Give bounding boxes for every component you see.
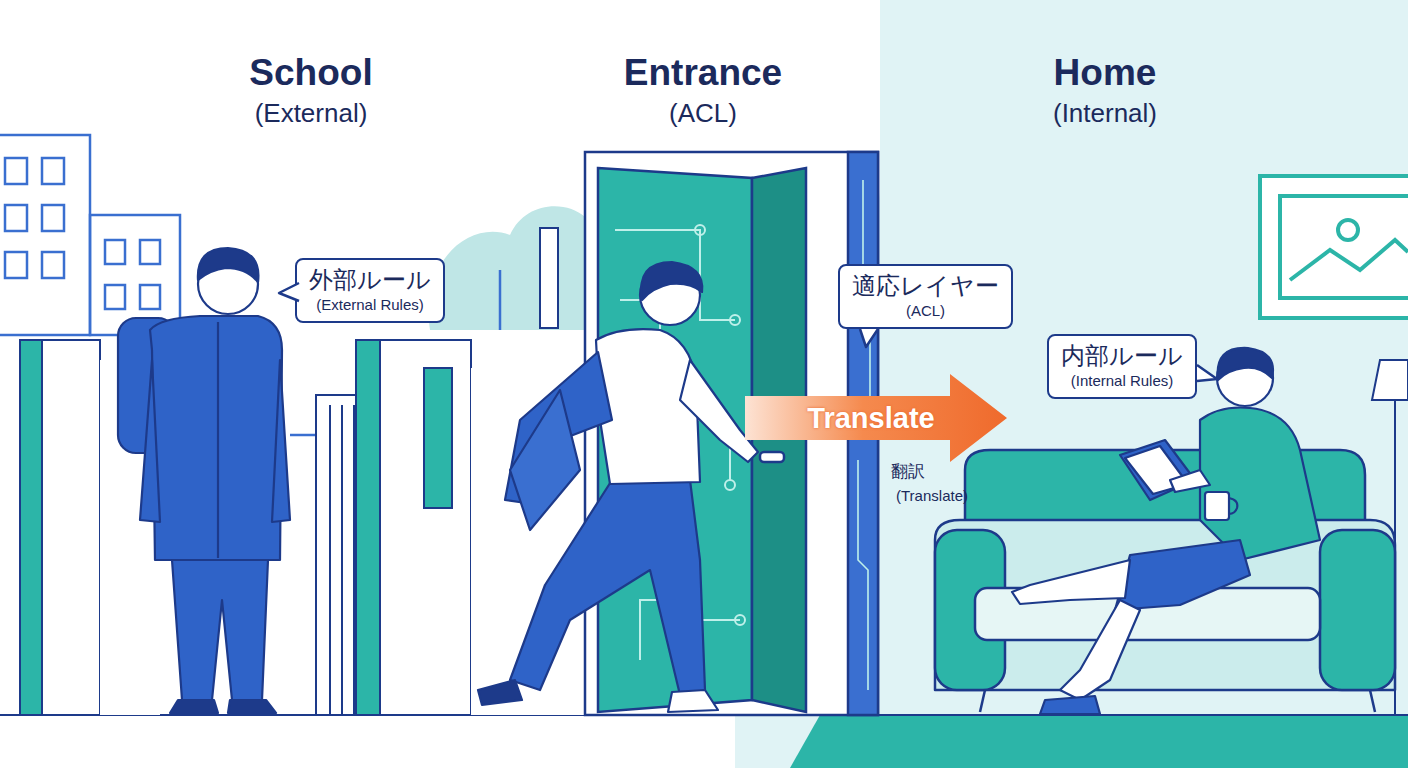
person-relaxing-part [1170, 470, 1210, 492]
entrance-door-part-part [695, 225, 705, 235]
bubble-heading: Translate [777, 402, 974, 435]
section-subheading: (External) [255, 98, 368, 129]
school-gate-part [329, 405, 331, 715]
bubble-tail [277, 281, 301, 305]
school-buildings-part [5, 158, 27, 184]
person-relaxing-part [1115, 540, 1250, 610]
arrow-shape [745, 374, 1007, 462]
section-subheading: (Internal) [1053, 98, 1157, 129]
school-gate [20, 228, 586, 715]
school-gate-part [424, 368, 452, 508]
wall-picture [1260, 176, 1408, 318]
student-in-uniform-part [217, 322, 219, 558]
school-buildings-part [5, 252, 27, 278]
wall-picture-part [1338, 220, 1358, 240]
school-buildings-part [140, 285, 160, 309]
student-in-uniform [118, 248, 290, 713]
entrance-door-part-part [735, 615, 745, 625]
person-relaxing-part [1229, 498, 1237, 514]
person-entering-part [641, 262, 702, 300]
bubble-tail [279, 283, 299, 301]
bubble-subtext: (External Rules) [309, 295, 431, 315]
sofa-part [980, 690, 985, 712]
sofa-part [1370, 690, 1375, 712]
school-gate-part [356, 340, 380, 715]
person-relaxing-part [1040, 696, 1100, 714]
bubble-tail [1195, 363, 1219, 387]
section-heading: Entrance [624, 52, 782, 94]
bubble-heading: 適応レイヤー [852, 272, 999, 301]
person-relaxing-part [1218, 348, 1273, 380]
school-buildings-part [42, 252, 64, 278]
student-in-uniform-part [140, 360, 160, 522]
speech-bubble: 適応レイヤー(ACL) [838, 264, 1013, 329]
student-in-uniform-part [228, 700, 276, 713]
person-entering [478, 262, 758, 712]
school-gate-part [341, 405, 343, 715]
school-buildings-part [42, 205, 64, 231]
person-entering-part [668, 690, 718, 712]
person-relaxing-part [1012, 560, 1130, 604]
speech-bubble: 内部ルール(Internal Rules) [1047, 334, 1197, 399]
school-gate-part [20, 340, 42, 715]
bubble-tail [1197, 365, 1217, 381]
tree [429, 206, 600, 330]
wall-picture-part [1280, 196, 1408, 298]
student-in-uniform-part [170, 700, 218, 713]
bubble-tail [860, 329, 878, 347]
school-buildings-part [0, 135, 90, 335]
school-buildings-part [105, 285, 125, 309]
bubble-tail [858, 327, 882, 351]
sofa-part [935, 520, 1395, 690]
bubble-heading: 外部ルール [309, 266, 431, 295]
section-heading: School [249, 52, 372, 94]
tree-part [429, 206, 600, 330]
entrance-door-part-part [730, 315, 740, 325]
student-in-uniform-part [172, 560, 268, 700]
translate-label: 翻訳 [891, 460, 925, 483]
bubble-subtext: (ACL) [852, 301, 999, 321]
person-entering-part [510, 390, 580, 530]
bubble-subtext: (Internal Rules) [1061, 371, 1183, 391]
entrance-door-part-part [858, 460, 868, 690]
school-gate-part [356, 340, 471, 715]
wall-picture-part [1260, 176, 1408, 318]
entrance-door-part [760, 452, 784, 462]
school-buildings-part [140, 240, 160, 264]
translate-label: (Translate) [896, 487, 968, 504]
tree-part [499, 270, 502, 330]
person-relaxing-part [1060, 600, 1140, 700]
school-buildings-part [42, 158, 64, 184]
school-buildings-part [105, 240, 125, 264]
person-relaxing-part [1205, 492, 1229, 520]
sofa-part [1320, 530, 1395, 690]
entrance-door-part-part [725, 480, 735, 490]
section-subheading: (ACL) [669, 98, 737, 129]
person-entering-part [596, 329, 700, 484]
translate-arrow: Translate [745, 374, 1007, 462]
wall-picture-part [1290, 240, 1408, 280]
school-gate-part [353, 405, 355, 715]
home-background-part [790, 715, 1408, 768]
section-heading: Home [1054, 52, 1157, 94]
student-in-uniform-part [150, 316, 282, 560]
speech-bubble: 外部ルール(External Rules) [295, 258, 445, 323]
person-relaxing [1012, 348, 1320, 714]
floor-lamp-part [1372, 360, 1408, 400]
school-gate-part [20, 340, 100, 715]
school-buildings-part [5, 205, 27, 231]
student-in-uniform-part [198, 248, 259, 282]
bubble-heading: 内部ルール [1061, 342, 1183, 371]
school-gate-part [540, 228, 558, 328]
person-entering-part [478, 680, 522, 705]
student-in-uniform-part [272, 360, 290, 522]
person-relaxing-part [1200, 408, 1320, 561]
